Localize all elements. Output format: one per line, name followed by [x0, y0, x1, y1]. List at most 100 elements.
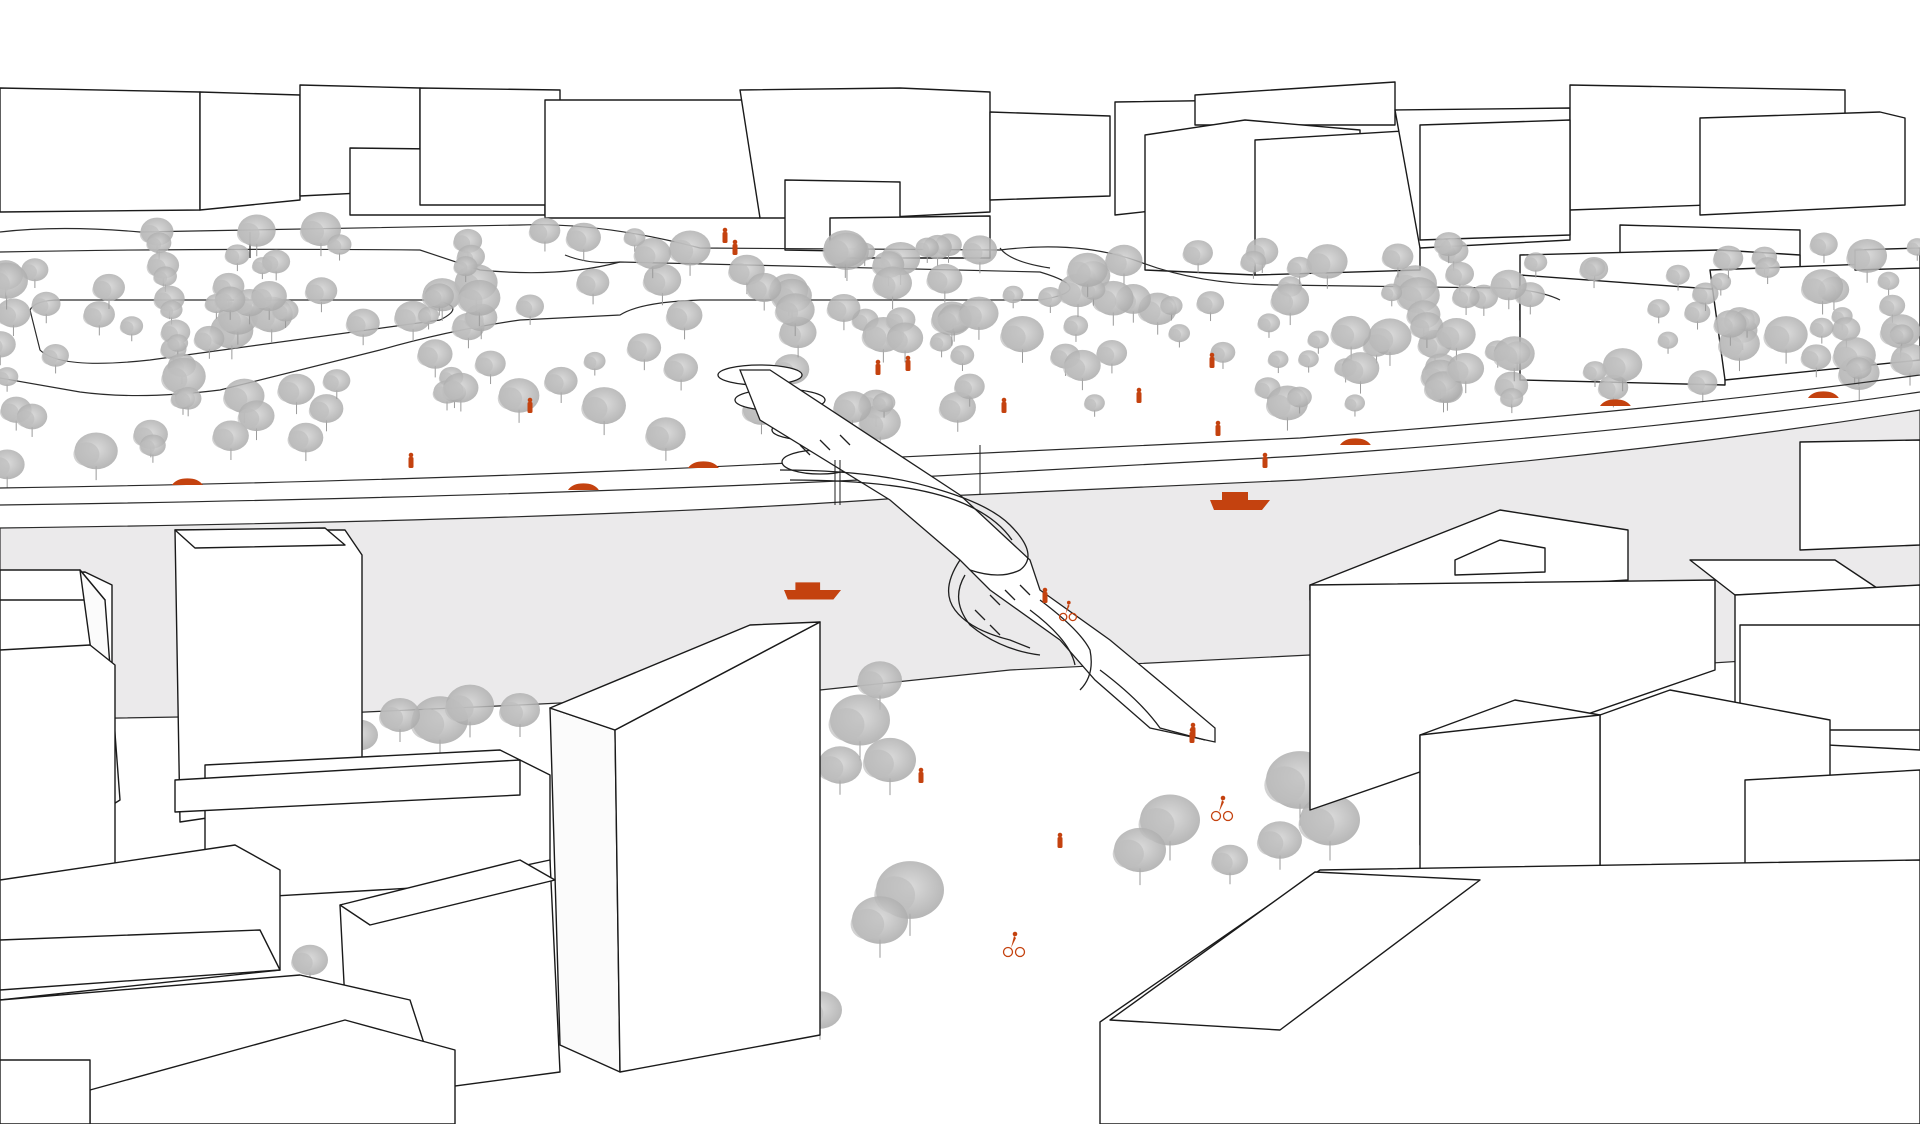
car-figure — [688, 461, 719, 468]
park-tree — [442, 372, 479, 412]
park-tree — [953, 373, 985, 407]
park-tree — [139, 434, 166, 463]
park-tree — [858, 404, 901, 451]
park-tree — [872, 266, 912, 310]
park-tree — [212, 420, 249, 460]
foreground-tree — [291, 944, 328, 985]
park-tree — [1297, 350, 1319, 373]
park-tree — [250, 280, 287, 320]
park-tree — [1809, 317, 1834, 344]
park-tree — [1270, 283, 1310, 326]
park-tree — [583, 351, 606, 376]
park-tree — [1523, 252, 1548, 278]
boat-figure — [784, 582, 841, 600]
park-tree — [958, 296, 999, 340]
park-trees — [0, 211, 1920, 488]
park-tree — [0, 367, 19, 392]
park-tree — [82, 301, 115, 336]
park-tree — [1831, 317, 1861, 348]
park-tree — [1890, 343, 1920, 386]
park-tree — [457, 279, 501, 327]
park-tree — [453, 256, 478, 283]
pedestrian-figure — [527, 397, 533, 413]
park-tree — [623, 228, 646, 252]
park-tree — [92, 273, 125, 309]
park-tree — [1846, 238, 1888, 283]
park-tree — [1306, 244, 1348, 289]
park-tree — [938, 391, 976, 432]
park-tree — [1182, 240, 1213, 273]
park-tree — [1000, 315, 1044, 363]
park-tree — [1096, 340, 1128, 374]
park-tree — [1340, 352, 1380, 394]
park-tree — [423, 283, 454, 316]
park-tree — [1063, 349, 1101, 391]
park-tree — [663, 353, 699, 391]
park-tree — [1380, 283, 1403, 307]
foreground-tree — [862, 737, 916, 796]
pedestrian-figure — [1262, 452, 1268, 468]
park-tree — [1489, 269, 1527, 310]
park-tree — [1754, 257, 1780, 285]
park-tree — [1210, 341, 1236, 369]
park-tree — [31, 291, 61, 324]
park-tree — [308, 394, 344, 432]
park-tree — [1286, 256, 1313, 285]
park-tree — [633, 238, 671, 279]
park-tree — [515, 294, 544, 325]
park-tree — [1381, 243, 1414, 278]
foreground-tree — [499, 693, 540, 737]
park-tree — [961, 235, 998, 274]
park-tree — [1267, 350, 1289, 374]
park-tree — [1647, 299, 1670, 324]
park-tree — [822, 230, 867, 278]
park-tree — [1066, 252, 1108, 297]
park-tree — [774, 293, 815, 337]
park-tree — [474, 350, 506, 385]
pedestrian-figure — [1001, 397, 1007, 413]
car-figure — [1340, 438, 1371, 445]
foreground-tree — [1211, 844, 1248, 885]
park-tree — [668, 230, 711, 276]
park-tree — [565, 222, 601, 261]
park-tree — [277, 373, 315, 415]
park-tree — [1344, 394, 1366, 417]
pedestrian-figure — [408, 452, 414, 468]
park-tree — [581, 387, 626, 436]
pedestrian-figure — [1215, 420, 1221, 436]
park-tree — [0, 298, 31, 337]
park-tree — [304, 277, 338, 313]
park-tree — [146, 232, 172, 260]
accent-figures — [172, 227, 1839, 958]
park-tree — [1877, 271, 1900, 296]
park-tree — [73, 432, 118, 481]
park-tree — [417, 306, 439, 330]
park-tree — [1409, 312, 1444, 348]
park-tree — [1330, 315, 1371, 360]
foreground-tree — [1112, 827, 1166, 886]
park-tree — [237, 400, 275, 441]
boat-figure — [1210, 492, 1270, 510]
park-tree — [119, 316, 144, 342]
park-tree — [1809, 232, 1838, 263]
foreground-buildings-right — [1099, 439, 1920, 1124]
park-tree — [1492, 336, 1535, 382]
park-tree — [166, 334, 189, 358]
park-tree — [345, 308, 380, 346]
car-figure — [1808, 391, 1839, 398]
foreground-tree — [379, 698, 420, 742]
pedestrian-figure — [1189, 727, 1195, 743]
park-tree — [665, 300, 703, 340]
park-tree — [327, 234, 352, 261]
car-figure — [1600, 399, 1631, 406]
park-tree — [174, 387, 202, 417]
spiral-bridge — [717, 364, 1216, 743]
foreground-tree — [856, 661, 902, 710]
park-tree — [224, 244, 250, 272]
park-tree — [322, 369, 351, 399]
park-tree — [950, 345, 975, 372]
park-tree — [1718, 326, 1760, 372]
park-tree — [886, 322, 924, 363]
park-tree — [16, 403, 48, 437]
pedestrian-figure — [918, 767, 924, 783]
